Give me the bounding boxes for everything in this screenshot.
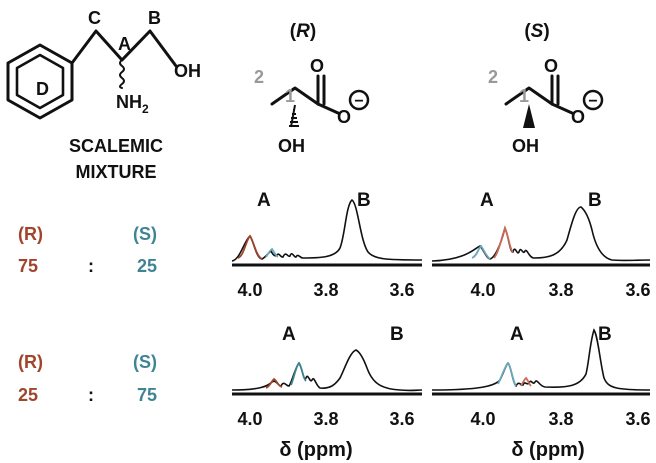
s-locant-2: 2 [488,67,498,87]
scalemic-label: SCALEMIC [69,136,163,156]
r-hashed-wedge [289,104,299,128]
r-signal-trace [237,234,263,260]
peak-label-b: B [598,324,612,345]
x-tick-label: 3.6 [625,280,650,300]
peak-label-b: B [390,324,404,345]
r-signal-trace [520,376,532,387]
spectrum-trace [431,206,651,262]
r-backbone [270,86,320,106]
s-negative-charge [582,89,604,111]
s-signal-trace [471,244,491,260]
ratio-2-r-label: (R) [18,352,43,372]
ratio-1-r-label: (R) [18,224,43,244]
r-negative-charge [348,89,370,111]
s-signal-trace [497,361,517,387]
s-signal-trace [265,247,279,258]
ratio-2-s-label: (S) [133,352,157,372]
mixture-label: MIXTURE [76,162,157,182]
ratio-1-s-value: 25 [137,256,157,276]
s-title: (S) [524,21,549,42]
r-carbonyl-o: O [310,56,324,76]
ratio-1-s-label: (S) [133,224,157,244]
x-tick-label: 3.8 [313,280,338,300]
x-tick-label: 4.0 [237,409,262,429]
s-signal-trace [290,361,307,386]
r-signal-trace [493,225,514,259]
peak-label-a: A [480,190,494,211]
ratio-row-1: (R) (S) 75 : 25 [18,224,157,276]
x-tick-label: 3.8 [313,409,338,429]
peak-label-a: A [510,324,524,345]
s-hydroxyl: OH [512,136,539,156]
x-tick-label: 4.0 [237,280,262,300]
nh2-group: NH2 [116,92,149,116]
x-tick-label: 3.6 [389,280,414,300]
s-oxide-o: O [571,107,585,127]
r-charge-sign: − [354,93,363,110]
s-locant-1: 1 [519,86,529,106]
s-backbone [504,86,554,106]
peak-label-b: B [357,190,371,211]
ratio-1-r-value: 75 [18,256,38,276]
ratio-2-s-value: 75 [137,385,157,405]
r-title: (R) [290,21,316,42]
spectrum-panel-row2-s: A B 4.0 3.8 3.6 δ (ppm) [431,324,651,461]
benzene-inner-ring [15,53,65,110]
x-tick-label: 3.8 [548,280,573,300]
s-lactate-structure: (S) O O − OH 2 1 [488,21,604,156]
spectrum-panel-row2-r: A B 4.0 3.8 3.6 δ (ppm) [231,324,423,461]
peak-label-b: B [588,190,602,211]
r-oxide-o: O [337,107,351,127]
ratio-2-r-value: 25 [18,385,38,405]
wavy-stereo-bond [119,59,125,89]
ratio-row-2: (R) (S) 25 : 75 [18,352,157,405]
x-tick-label: 3.6 [389,409,414,429]
spectrum-trace [231,349,423,392]
nh-text: NH [116,92,142,112]
oh-group: OH [174,61,201,81]
peak-label-a: A [257,190,271,211]
r-carboxylate-bond [316,102,340,115]
s-carbonyl-o: O [544,56,558,76]
r-lactate-structure: (R) O O − OH 2 1 [254,21,370,156]
label-A: A [118,34,131,54]
s-solid-wedge [523,104,535,128]
r-hydroxyl: OH [278,136,305,156]
x-axis-label: δ (ppm) [279,439,352,461]
label-D: D [36,79,49,99]
peak-label-a: A [282,324,296,345]
ratio-1-colon: : [88,256,94,276]
s-carboxylate-bond [550,102,574,115]
nh2-subscript: 2 [142,102,149,116]
r-signal-trace [265,377,283,389]
r-locant-2: 2 [254,67,264,87]
x-tick-label: 4.0 [470,280,495,300]
x-axis-label: δ (ppm) [511,439,584,461]
s-charge-sign: − [588,93,597,110]
label-C: C [88,8,101,28]
ratio-2-colon: : [88,385,94,405]
x-tick-label: 3.8 [548,409,573,429]
r-locant-1: 1 [285,86,295,106]
x-tick-label: 3.6 [625,409,650,429]
x-tick-label: 4.0 [470,409,495,429]
spectrum-panel-row1-s: A B 4.0 3.8 3.6 [431,190,651,300]
amino-alcohol-structure: D C A B OH NH2 SCALEMIC MIXTURE [6,8,201,182]
spectrum-trace [431,328,651,391]
spectrum-panel-row1-r: A B 4.0 3.8 3.6 [231,190,423,300]
label-B: B [148,8,161,28]
